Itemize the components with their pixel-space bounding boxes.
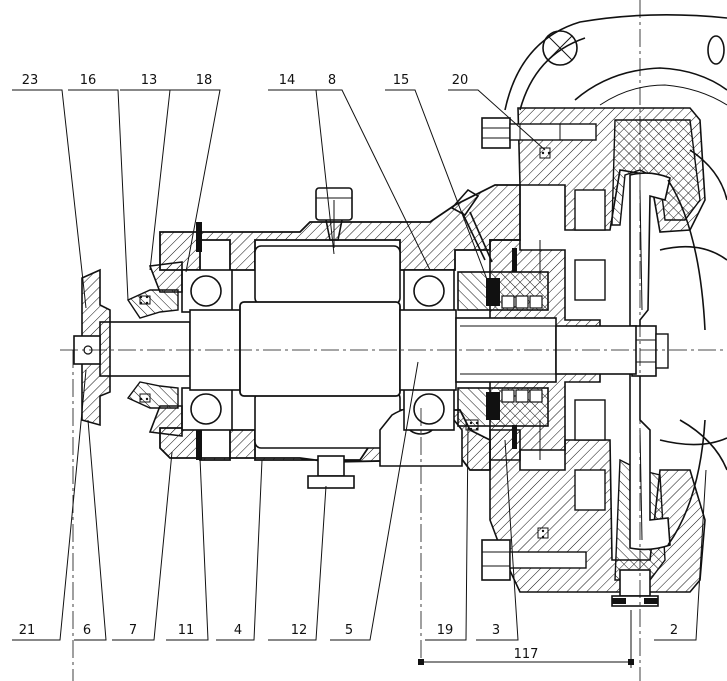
callout-14: 14	[279, 73, 296, 88]
callout-11: 11	[178, 623, 195, 638]
callout-8: 8	[328, 73, 336, 88]
callout-2: 2	[670, 623, 678, 638]
callout-12: 12	[291, 623, 308, 638]
leader-lines-top	[12, 89, 546, 309]
callout-19: 19	[437, 623, 454, 638]
callout-13: 13	[141, 73, 158, 88]
callout-3: 3	[492, 623, 500, 638]
seal-packing	[457, 271, 549, 427]
callout-labels-bottom: 21 6 7 11 4 12 5 19 3 2	[19, 623, 678, 638]
coupling-end	[73, 261, 183, 437]
callout-18: 18	[196, 73, 213, 88]
leader-lines-bottom	[12, 361, 707, 641]
dimension-117: 117	[418, 610, 634, 668]
callout-6: 6	[83, 623, 91, 638]
callout-labels-top: 23 16 13 18 14 8 15 20	[22, 73, 469, 88]
callout-7: 7	[129, 623, 137, 638]
callout-23: 23	[22, 73, 39, 88]
dimension-label: 117	[514, 647, 539, 662]
callout-16: 16	[80, 73, 97, 88]
callout-4: 4	[234, 623, 242, 638]
callout-15: 15	[393, 73, 410, 88]
callout-20: 20	[452, 73, 469, 88]
callout-5: 5	[345, 623, 353, 638]
center-lines	[60, 0, 727, 681]
callout-21: 21	[19, 623, 36, 638]
